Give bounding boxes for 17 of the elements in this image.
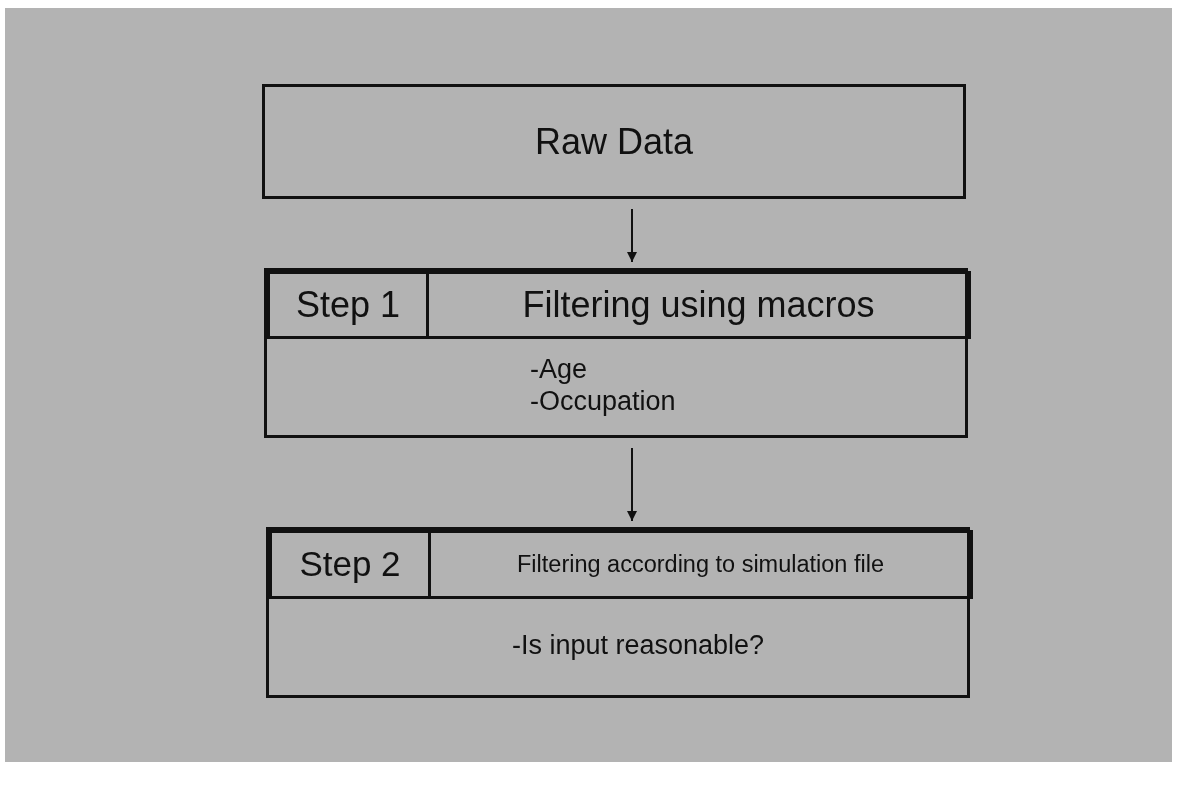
arrow (627, 447, 637, 522)
list-item: -Occupation (530, 385, 676, 417)
list-item: -Age (530, 354, 588, 386)
step-number-cell (267, 271, 429, 339)
box-label: Step 2 (299, 544, 401, 585)
arrow (627, 208, 637, 263)
list-item: -Is input reasonable? (511, 629, 765, 661)
box-label: Step 1 (295, 284, 401, 326)
step-title-cell (428, 530, 973, 599)
step-number-cell (269, 530, 431, 599)
step-box (264, 268, 968, 438)
step-title-cell (426, 271, 971, 339)
step-box (266, 527, 970, 698)
process-box (262, 84, 966, 199)
box-label: Filtering according to simulation file (517, 551, 884, 578)
box-label: Filtering using macros (522, 284, 875, 326)
box-label: Raw Data (534, 120, 694, 163)
